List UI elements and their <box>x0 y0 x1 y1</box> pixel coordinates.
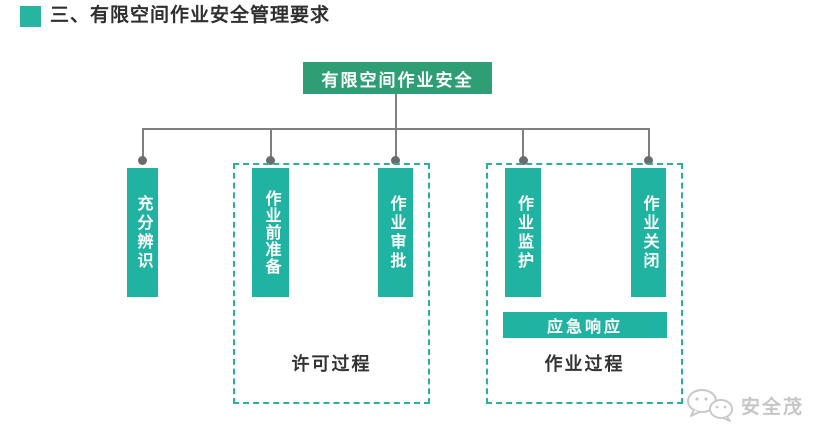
node-work-closure: 作业关闭 <box>631 168 666 297</box>
group-permit-process: 许可过程 <box>233 163 430 404</box>
group-label-operation: 作业过程 <box>544 354 625 374</box>
root-node: 有限空间作业安全 <box>303 62 492 94</box>
connector-drop-5 <box>647 128 650 158</box>
watermark: 安全茂 <box>685 388 804 422</box>
connector-drop-1 <box>141 128 144 158</box>
title-bullet-square <box>20 6 41 27</box>
group-operation-process: 作业过程 <box>486 163 683 404</box>
node-work-supervision: 作业监护 <box>505 168 541 297</box>
connector-drop-4 <box>522 128 524 158</box>
wechat-icon <box>687 389 733 422</box>
connector-dot-5 <box>644 156 653 165</box>
connector-drop-3 <box>394 128 397 158</box>
node-emergency-response: 应急响应 <box>503 312 667 338</box>
page-title: 三、有限空间作业安全管理要求 <box>50 5 331 26</box>
connector-dot-3 <box>391 156 400 165</box>
connector-dot-4 <box>518 156 528 165</box>
connector-dot-2 <box>266 156 275 165</box>
node-pre-work-preparation: 作业前准备 <box>252 168 289 297</box>
connector-drop-2 <box>269 128 272 158</box>
group-label-permit: 许可过程 <box>291 354 372 374</box>
node-work-approval: 作业审批 <box>378 168 413 297</box>
watermark-text: 安全茂 <box>741 396 805 418</box>
node-identify: 充分辨识 <box>127 168 158 297</box>
connector-dot-1 <box>138 156 147 165</box>
connector-trunk <box>394 94 397 128</box>
